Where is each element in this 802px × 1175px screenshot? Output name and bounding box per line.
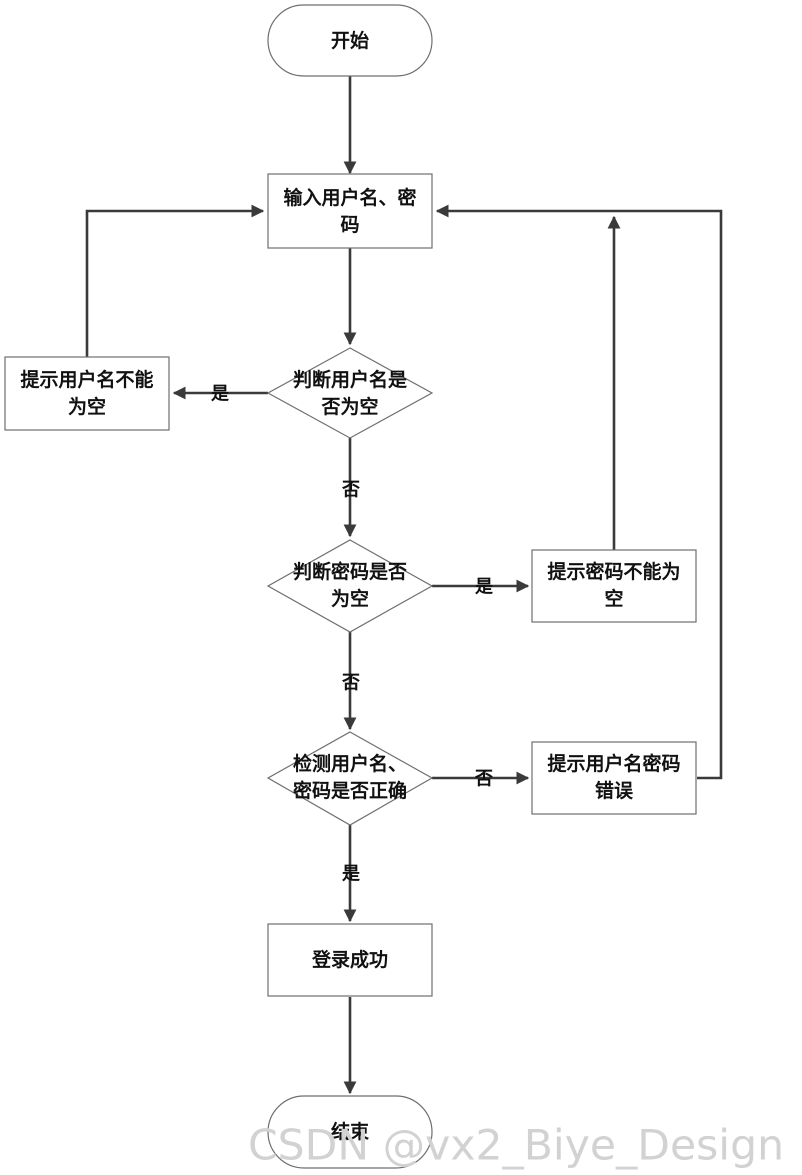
edges [85, 76, 723, 1095]
check-username-empty-node [266, 347, 434, 439]
check-password-empty-label-line1: 判断密码是否 [293, 560, 407, 583]
edge-labels: 是 否 是 否 否 是 [210, 384, 493, 885]
check-username-empty-label-line2: 否为空 [320, 395, 378, 418]
start-node [267, 4, 433, 77]
end-label: 结束 [331, 1120, 370, 1143]
verify-credentials-node [266, 731, 434, 826]
prompt-username-empty-label-line2: 为空 [68, 395, 106, 418]
prompt-credentials-wrong-label-line2: 错误 [595, 779, 634, 802]
edge-prompt-username-to-input [85, 204, 265, 357]
watermark-text: CSDN @vx2_Biye_Design [248, 1121, 784, 1170]
verify-credentials-label-line2: 密码是否正确 [293, 779, 407, 802]
edge-label-username-empty-no: 否 [341, 480, 360, 501]
prompt-password-empty-node [531, 549, 697, 623]
edge-label-credentials-correct: 是 [341, 864, 360, 885]
login-success-label: 登录成功 [311, 948, 388, 971]
check-username-empty-label-line1: 判断用户名是 [293, 368, 407, 391]
prompt-credentials-wrong-label-line1: 提示用户名密码 [547, 752, 680, 775]
edge-label-username-empty-yes: 是 [210, 384, 229, 405]
edge-prompt-wrong-to-input [435, 204, 723, 780]
edge-label-password-empty-yes: 是 [474, 577, 493, 598]
verify-credentials-label-line1: 检测用户名、 [293, 752, 407, 775]
start-label: 开始 [331, 29, 369, 52]
prompt-credentials-wrong-node [531, 741, 697, 815]
prompt-password-empty-label-line1: 提示密码不能为 [547, 560, 680, 583]
input-credentials-label-line1: 输入用户名、密 [283, 186, 416, 209]
login-success-node [267, 923, 433, 997]
prompt-username-empty-label-line1: 提示用户名不能 [20, 368, 153, 391]
edge-label-password-empty-no: 否 [341, 673, 360, 694]
prompt-username-empty-node [4, 356, 170, 431]
check-password-empty-node [266, 539, 434, 633]
prompt-password-empty-label-line2: 空 [604, 587, 623, 610]
check-password-empty-label-line2: 为空 [331, 587, 369, 610]
edge-label-credentials-wrong: 否 [474, 769, 493, 790]
end-node [267, 1095, 433, 1169]
nodes: 开始 输入用户名、密 码 判断用户名是 否为空 提示用户名不能 为空 判断密码是… [4, 4, 697, 1169]
input-credentials-label-line2: 码 [340, 214, 359, 236]
input-credentials-node [267, 173, 433, 249]
